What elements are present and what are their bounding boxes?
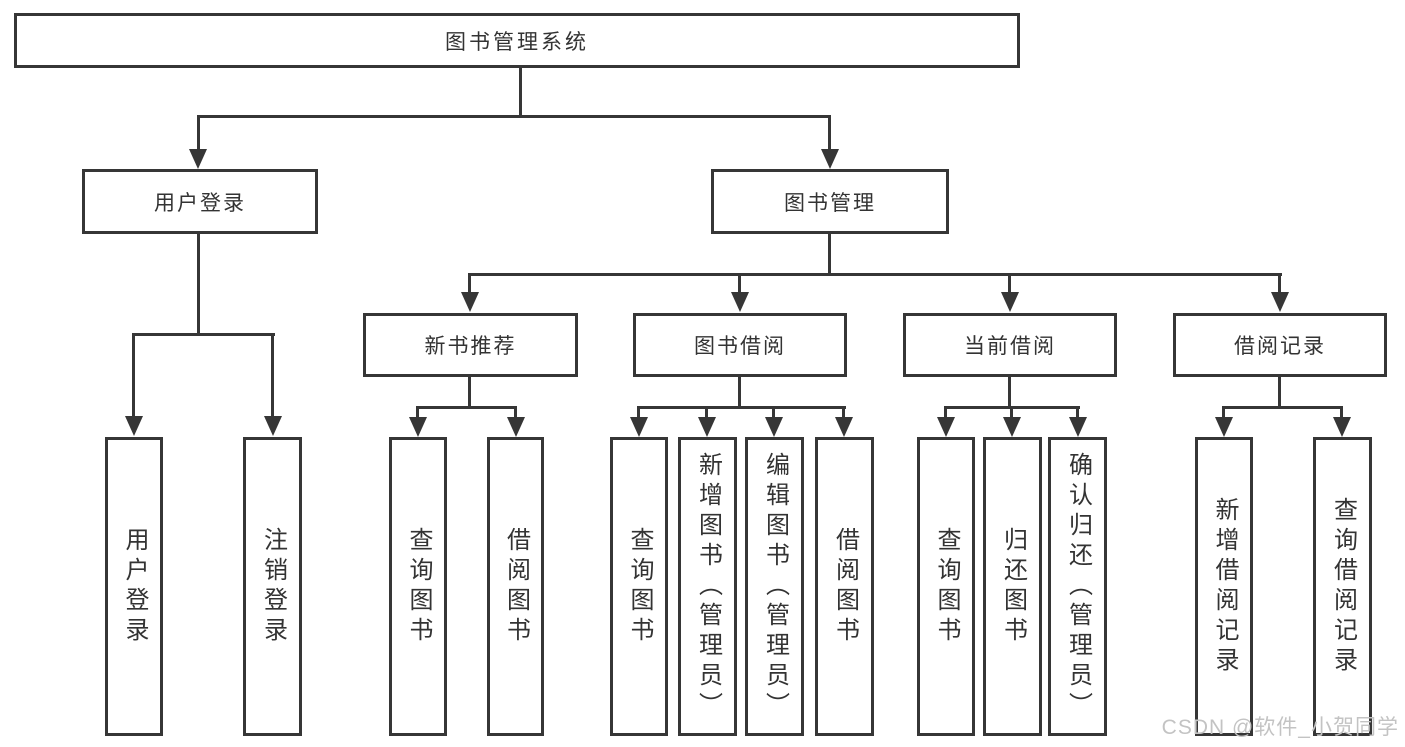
leaf-query-books-recommend: 查询图书 (389, 437, 447, 736)
leaf-query-books-borrowing: 查询图书 (610, 437, 668, 736)
connector-line (416, 406, 517, 409)
connector-line (197, 115, 200, 151)
connector-line (1008, 273, 1011, 293)
connector-line (1222, 406, 1225, 419)
connector-line (637, 406, 640, 419)
connector-arrowhead (765, 417, 783, 437)
connector-arrowhead (264, 416, 282, 436)
leaf-borrow-books: 借阅图书 (815, 437, 874, 736)
connector-line (1010, 406, 1013, 419)
connector-arrowhead (189, 149, 207, 169)
leaf-confirm-return-admin: 确认归还（管理员） (1048, 437, 1107, 736)
node-library-management-system: 图书管理系统 (14, 13, 1020, 68)
connector-arrowhead (937, 417, 955, 437)
node-label: 新增借阅记录 (1211, 496, 1238, 677)
node-label: 查询借阅记录 (1329, 496, 1357, 677)
leaf-add-borrow-record: 新增借阅记录 (1195, 437, 1253, 736)
connector-line (197, 115, 831, 118)
connector-line (738, 375, 741, 409)
connector-line (828, 115, 831, 151)
leaf-query-borrow-record: 查询借阅记录 (1313, 437, 1372, 736)
connector-line (637, 406, 846, 409)
connector-arrowhead (409, 417, 427, 437)
node-label: 查询图书 (933, 526, 960, 647)
connector-arrowhead (1215, 417, 1233, 437)
leaf-logout: 注销登录 (243, 437, 302, 736)
connector-line (132, 333, 135, 417)
leaf-user-login: 用户登录 (105, 437, 163, 736)
connector-line (1278, 273, 1281, 293)
node-borrowing-records: 借阅记录 (1173, 313, 1387, 377)
leaf-borrow-books-recommend: 借阅图书 (487, 437, 544, 736)
node-label: 借阅记录 (1234, 335, 1326, 358)
connector-line (738, 273, 741, 293)
connector-line (828, 233, 831, 276)
connector-line (468, 273, 471, 293)
connector-arrowhead (1069, 417, 1087, 437)
connector-line (468, 273, 1282, 276)
node-new-book-recommendation: 新书推荐 (363, 313, 578, 377)
connector-line (1340, 406, 1343, 419)
connector-arrowhead (835, 417, 853, 437)
connector-arrowhead (125, 416, 143, 436)
node-label: 借阅图书 (502, 526, 530, 647)
connector-line (772, 406, 775, 419)
connector-line (842, 406, 845, 419)
node-book-management-module: 图书管理 (711, 169, 949, 234)
node-label: 确认归还（管理员） (1064, 451, 1092, 722)
connector-line (1076, 406, 1079, 419)
node-label: 当前借阅 (964, 335, 1056, 358)
connector-line (1222, 406, 1343, 409)
node-label: 查询图书 (626, 526, 653, 647)
connector-arrowhead (630, 417, 648, 437)
connector-line (514, 406, 517, 419)
connector-line (705, 406, 708, 419)
node-user-login-module: 用户登录 (82, 169, 318, 234)
connector-arrowhead (507, 417, 525, 437)
connector-arrowhead (1001, 292, 1019, 312)
connector-line (519, 66, 522, 117)
connector-arrowhead (698, 417, 716, 437)
connector-line (271, 333, 274, 417)
connector-line (197, 233, 200, 335)
node-label: 图书管理 (784, 191, 876, 215)
connector-line (1278, 375, 1281, 409)
node-label: 注销登录 (259, 526, 287, 647)
node-label: 查询图书 (405, 526, 432, 647)
connector-line (132, 333, 275, 336)
node-current-borrowing: 当前借阅 (903, 313, 1117, 377)
leaf-return-books: 归还图书 (983, 437, 1042, 736)
connector-arrowhead (1271, 292, 1289, 312)
leaf-query-books-current: 查询图书 (917, 437, 975, 736)
node-label: 新增图书（管理员） (694, 451, 722, 722)
node-label: 用户登录 (121, 526, 148, 647)
connector-arrowhead (461, 292, 479, 312)
node-label: 图书管理系统 (445, 30, 589, 54)
node-label: 新书推荐 (424, 335, 517, 358)
node-label: 编辑图书（管理员） (761, 451, 789, 722)
connector-arrowhead (1333, 417, 1351, 437)
node-label: 图书借阅 (694, 335, 786, 358)
node-label: 归还图书 (999, 526, 1027, 647)
node-label: 用户登录 (154, 191, 246, 215)
connector-arrowhead (1003, 417, 1021, 437)
connector-arrowhead (731, 292, 749, 312)
connector-line (1008, 375, 1011, 409)
node-label: 借阅图书 (831, 526, 859, 647)
connector-line (416, 406, 419, 419)
connector-line (944, 406, 947, 419)
leaf-add-books-admin: 新增图书（管理员） (678, 437, 737, 736)
node-book-borrowing: 图书借阅 (633, 313, 847, 377)
connector-line (468, 375, 471, 409)
leaf-edit-books-admin: 编辑图书（管理员） (745, 437, 804, 736)
connector-arrowhead (821, 149, 839, 169)
